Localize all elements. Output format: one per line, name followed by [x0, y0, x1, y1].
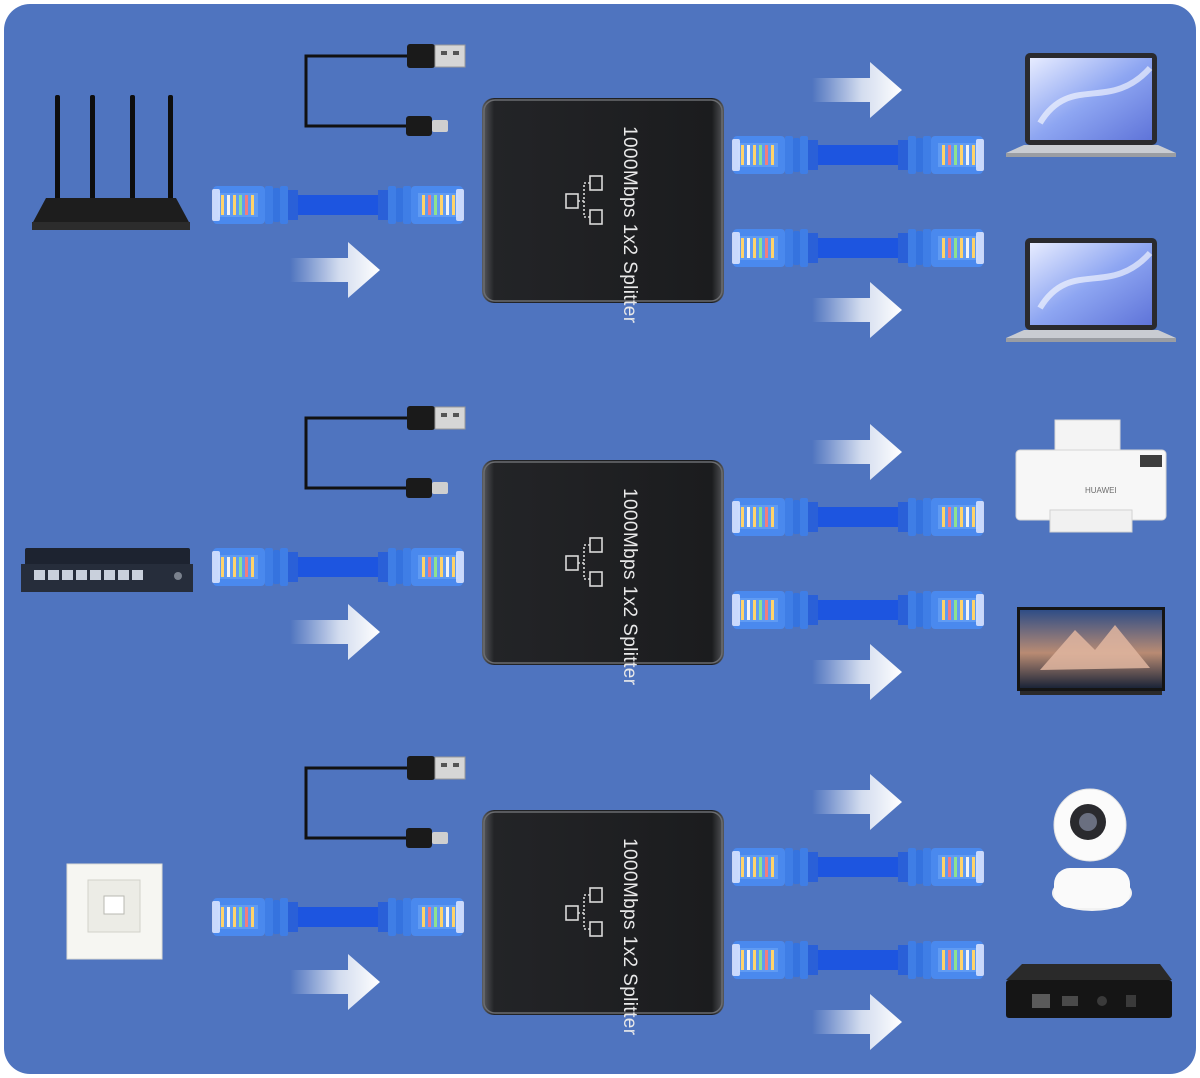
router-icon — [32, 95, 190, 230]
output-arrow-1 — [812, 62, 902, 118]
usb-power-cable — [304, 42, 467, 138]
splitter-label: 1000Mbps 1x2 Splitter — [619, 126, 640, 324]
output-ethernet-cable-1 — [732, 498, 984, 536]
ethernet-plug-right — [898, 941, 984, 979]
ethernet-plug-left — [212, 186, 298, 224]
ethernet-plug-left — [732, 229, 818, 267]
input-ethernet-cable — [212, 898, 464, 936]
splitter-device — [481, 809, 725, 1016]
ethernet-plug-right — [378, 548, 464, 586]
output-arrow-1 — [812, 424, 902, 480]
ethernet-plug-right — [898, 498, 984, 536]
laptop-icon — [1006, 53, 1176, 157]
splitter-label: 1000Mbps 1x2 Splitter — [619, 488, 640, 686]
ethernet-plug-right — [898, 136, 984, 174]
output-arrow-2 — [812, 994, 902, 1050]
output-ethernet-cable-1 — [732, 136, 984, 174]
set-top-box-icon — [1006, 964, 1172, 1018]
printer-brand-label: HUAWEI — [1085, 486, 1117, 495]
input-arrow — [290, 242, 380, 298]
output-arrow-2 — [812, 282, 902, 338]
ethernet-plug-right — [898, 229, 984, 267]
ethernet-plug-right — [898, 848, 984, 886]
ethernet-plug-left — [212, 898, 298, 936]
output-arrow-2 — [812, 644, 902, 700]
usb-power-cable — [304, 404, 467, 500]
ethernet-plug-right — [378, 186, 464, 224]
input-arrow — [290, 954, 380, 1010]
ethernet-plug-right — [898, 591, 984, 629]
splitter-label: 1000Mbps 1x2 Splitter — [619, 838, 640, 1036]
ethernet-plug-left — [732, 848, 818, 886]
splitter-device — [481, 459, 725, 666]
ethernet-plug-right — [378, 898, 464, 936]
tv-icon — [1017, 607, 1165, 695]
output-ethernet-cable-2 — [732, 229, 984, 267]
splitter-row: 1000Mbps 1x2 Splitter — [32, 42, 1176, 342]
output-ethernet-cable-2 — [732, 591, 984, 629]
output-ethernet-cable-1 — [732, 848, 984, 886]
input-arrow — [290, 604, 380, 660]
printer-icon: HUAWEI — [1015, 419, 1167, 533]
output-arrow-1 — [812, 774, 902, 830]
ethernet-plug-left — [732, 941, 818, 979]
output-ethernet-cable-2 — [732, 941, 984, 979]
splitter-device — [481, 97, 725, 304]
splitter-row: 1000Mbps 1x2 Splitter — [66, 754, 1172, 1050]
ethernet-plug-left — [732, 136, 818, 174]
wall-socket-icon — [66, 863, 163, 960]
ethernet-plug-left — [732, 498, 818, 536]
splitter-row: 1000Mbps 1x2 Splitter HUAWEI — [21, 404, 1167, 700]
ethernet-plug-left — [732, 591, 818, 629]
security-camera-icon — [1052, 788, 1132, 911]
laptop-icon — [1006, 238, 1176, 342]
usb-power-cable — [304, 754, 467, 850]
ethernet-plug-left — [212, 548, 298, 586]
network-switch-icon — [21, 548, 193, 592]
input-ethernet-cable — [212, 548, 464, 586]
input-ethernet-cable — [212, 186, 464, 224]
